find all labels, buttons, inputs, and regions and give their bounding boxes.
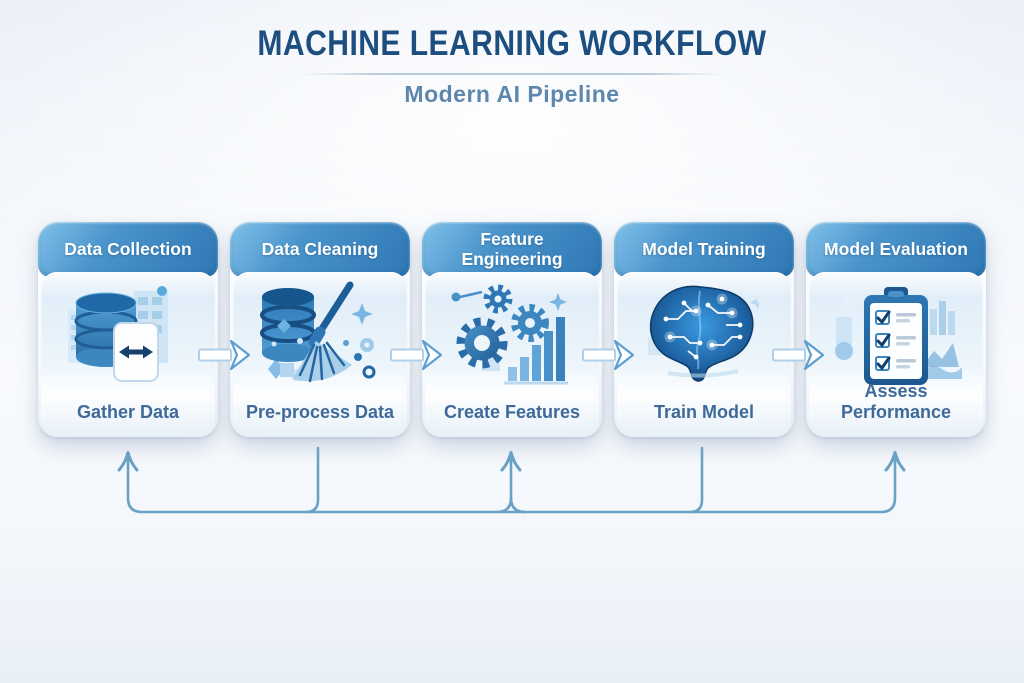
stage-header: Data Cleaning xyxy=(230,222,410,277)
forward-arrow-icon xyxy=(772,339,825,371)
stage-header: Model Training xyxy=(614,222,794,277)
stage-label: Pre-process Data xyxy=(245,402,395,422)
page-title-text: MACHINE LEARNING WORKFLOW xyxy=(257,24,767,63)
stage-card-model-evaluation: Model Evaluation xyxy=(806,222,986,437)
stage-card-data-collection: Data Collection xyxy=(38,222,218,437)
stage-body: Create Features xyxy=(425,272,599,434)
stage-label: Gather Data xyxy=(76,402,180,422)
stage-body: Train Model xyxy=(617,272,791,434)
title-divider xyxy=(302,73,722,75)
stage-card-feature-engineering: Feature Engineering xyxy=(422,222,602,437)
stage-label: Create Features xyxy=(443,402,581,422)
forward-arrow-icon xyxy=(390,339,443,371)
stage-title: Data Cleaning xyxy=(261,238,379,259)
stage-body: Assess Performance xyxy=(809,272,983,434)
feedback-loops-arrows xyxy=(117,446,906,514)
gears-bar-chart-icon xyxy=(425,280,599,392)
stage-body: Gather Data xyxy=(41,272,215,434)
page-title: MACHINE LEARNING WORKFLOW xyxy=(0,24,1024,64)
database-broom-icon xyxy=(233,280,407,392)
stage-card-model-training: Model Training xyxy=(614,222,794,437)
checklist-clipboard-icon xyxy=(809,280,983,392)
stage-body: Pre-process Data xyxy=(233,272,407,434)
database-transfer-icon xyxy=(41,280,215,392)
stages-row: Data Collection xyxy=(38,222,986,437)
stage-title: Data Collection xyxy=(64,238,192,259)
page-subtitle: Modern AI Pipeline xyxy=(404,81,620,107)
stage-header: Data Collection xyxy=(38,222,218,277)
stage-card-data-cleaning: Data Cleaning xyxy=(230,222,410,437)
stage-label: Train Model xyxy=(653,402,754,422)
stage-header: Feature Engineering xyxy=(422,222,602,277)
stage-header: Model Evaluation xyxy=(806,222,986,277)
stage-title: Model Evaluation xyxy=(824,238,968,259)
stage-title: Feature Engineering xyxy=(461,229,563,269)
stage-label: Assess Performance xyxy=(840,381,952,422)
circuit-brain-icon xyxy=(617,280,791,392)
forward-arrow-icon xyxy=(198,339,251,371)
forward-arrow-icon xyxy=(582,339,635,371)
stage-title: Model Training xyxy=(642,238,766,259)
